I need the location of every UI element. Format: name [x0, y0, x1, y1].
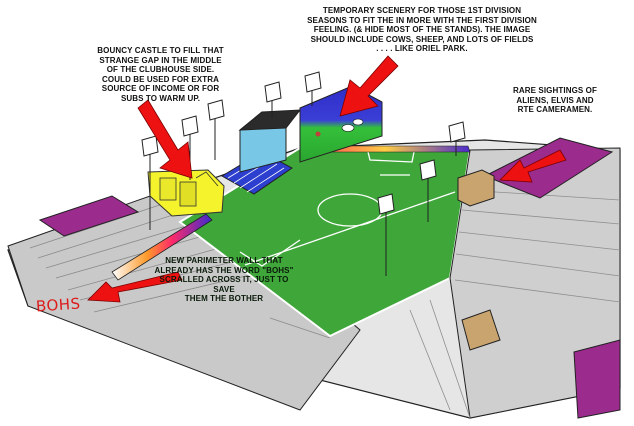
right-box — [461, 309, 501, 351]
perimeter-wall — [111, 213, 213, 281]
scenery-animals — [315, 118, 364, 137]
floodlights — [141, 71, 466, 276]
arrow-wall — [87, 271, 183, 303]
red-arrows — [87, 55, 567, 303]
arrow-castle — [137, 99, 193, 179]
note-bouncy-castle: BOUNCY CASTLE TO FILL THAT STRANGE GAP I… — [97, 46, 224, 103]
left-purple-block — [38, 195, 140, 237]
right-purple-corner — [573, 339, 621, 419]
bohs-graffiti: BOHS — [35, 294, 82, 316]
arrow-scenery — [339, 55, 399, 117]
note-temporary-scenery: TEMPORARY SCENERY FOR THOSE 1ST DIVISION… — [307, 6, 537, 53]
arrow-aliens — [499, 149, 567, 183]
clubhouse-roof — [238, 109, 302, 131]
bouncy-castle — [147, 169, 225, 217]
note-perimeter-wall: NEW PARIMETER WALL THAT ALREADY HAS THE … — [154, 256, 294, 303]
right-shed — [457, 169, 495, 207]
note-rare-sightings: RARE SIGHTINGS OF ALIENS, ELVIS AND RTE … — [513, 86, 597, 114]
right-purple-roof — [483, 137, 614, 199]
